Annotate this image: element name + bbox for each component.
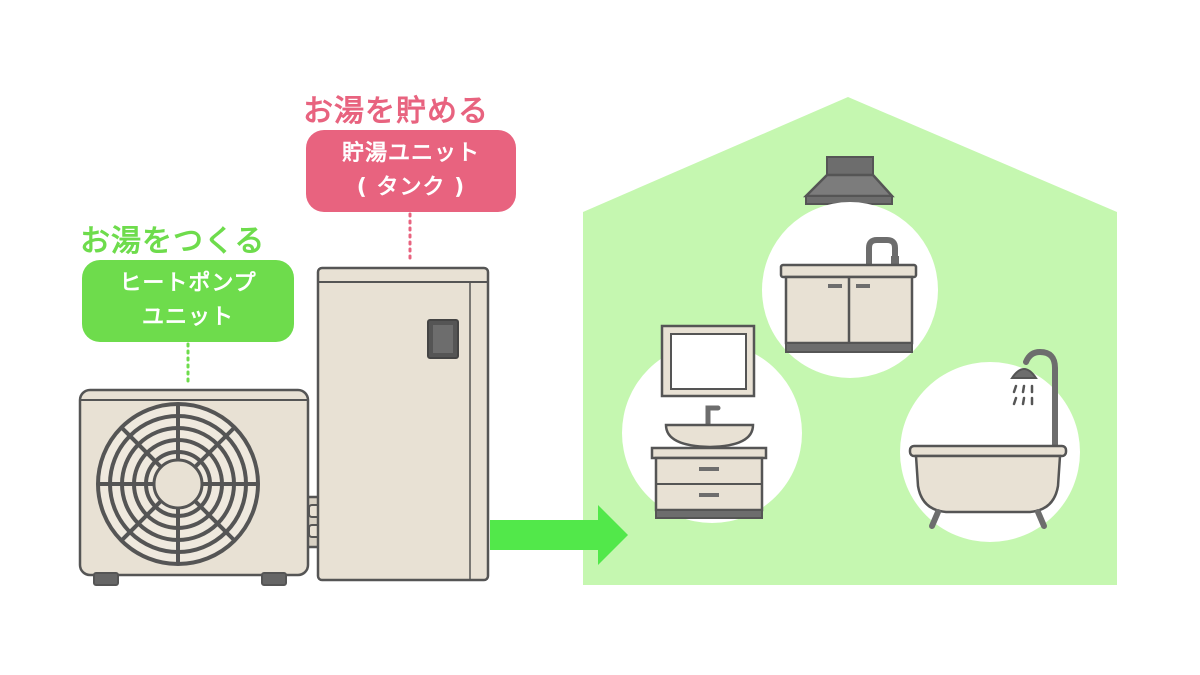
- kitchen-sink-icon: [779, 237, 918, 353]
- heat-pump-unit-label-line1: ヒートポンプ: [119, 271, 257, 296]
- washbasin-icon: [650, 324, 768, 519]
- range-hood-icon: [802, 156, 895, 205]
- bathtub-shower-icon: [908, 348, 1068, 529]
- storage-unit-label: 貯湯ユニット ( タンク ): [306, 130, 516, 212]
- storage-unit-label-line1: 貯湯ユニット: [341, 141, 480, 166]
- flow-arrow-icon: [490, 505, 628, 565]
- fan-icon: [96, 402, 260, 566]
- heat-pump-heading: お湯をつくる: [80, 224, 266, 259]
- heat-pump-icon: [78, 388, 329, 586]
- heat-pump-unit-label: ヒートポンプ ユニット: [82, 260, 294, 342]
- heat-pump-unit-label-line2: ユニット: [141, 305, 234, 330]
- shower-water-icon: [1012, 384, 1034, 406]
- storage-heading: お湯を貯める: [303, 94, 489, 129]
- tank-icon: [316, 266, 490, 582]
- storage-unit-label-line2: ( タンク ): [356, 175, 466, 200]
